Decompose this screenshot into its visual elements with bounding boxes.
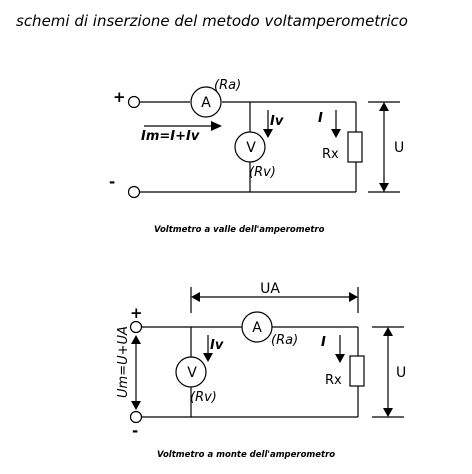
voltmeter-current-arrowhead [263, 129, 273, 138]
voltage-label: U [396, 365, 406, 381]
circuit-valle-arrowheads [211, 102, 389, 192]
voltmeter [234, 131, 266, 163]
ammeter-voltage-arrowhead-right [349, 292, 358, 302]
plus-label: + [130, 304, 143, 322]
voltmeter [175, 356, 207, 388]
load-current-arrowhead [331, 129, 341, 138]
ammeter-voltage-label: UA [260, 281, 280, 297]
measured-voltage-arrowhead-top [131, 335, 141, 344]
minus-label: - [109, 173, 115, 191]
voltage-u-arrowhead-bottom [379, 183, 389, 192]
terminal-plus [127, 95, 141, 109]
load-current-label: I [321, 335, 326, 350]
voltmeter-current-label: Iv [210, 338, 224, 353]
ammeter-resistance-label: (Ra) [214, 78, 241, 93]
ammeter-symbol: A [252, 320, 262, 336]
circuit-monte-labels: + - A (Ra) V (Rv) Iv I UA Um=U+UA Rx U V… [116, 281, 406, 460]
caption-monte: Voltmetro a monte dell'amperometro [157, 450, 335, 460]
voltage-label: U [394, 140, 404, 156]
voltmeter-symbol: V [246, 140, 256, 156]
terminal-minus [127, 185, 141, 199]
voltage-u-arrowhead-top [379, 102, 389, 111]
terminal-minus [129, 410, 143, 424]
voltmeter-current-label: Iv [270, 114, 284, 129]
measured-voltage-arrowhead-bottom [131, 401, 141, 410]
circuit-monte-arrowheads [131, 292, 393, 417]
ammeter-resistance-label: (Ra) [271, 333, 298, 348]
load-label: Rx [322, 147, 339, 162]
voltmeter-current-arrowhead [203, 353, 213, 362]
load-resistor [347, 131, 363, 163]
load-resistor [349, 355, 365, 387]
voltmeter-resistance-label: (Rv) [190, 390, 217, 405]
ammeter-symbol: A [201, 95, 211, 111]
ammeter-voltage-arrowhead-left [191, 292, 200, 302]
ammeter [190, 86, 222, 118]
terminal-plus [129, 320, 143, 334]
load-label: Rx [325, 373, 342, 388]
measured-voltage-label: Um=U+UA [116, 326, 131, 398]
voltmeter-symbol: V [187, 365, 197, 381]
total-current-label: Im=I+Iv [141, 129, 200, 144]
voltage-u-arrowhead-bottom [383, 408, 393, 417]
circuit-valle [127, 86, 400, 199]
circuit-monte [129, 287, 404, 424]
circuit-valle-labels: + - A (Ra) V (Rv) Iv I Im=I+Iv Rx U Volt… [109, 78, 404, 235]
ammeter [241, 311, 273, 343]
voltage-u-arrowhead-top [383, 327, 393, 336]
minus-label: - [132, 422, 138, 440]
load-current-label: I [318, 111, 323, 126]
page-title: schemi di inserzione del metodo voltampe… [16, 12, 408, 30]
plus-label: + [113, 88, 126, 106]
voltmeter-resistance-label: (Rv) [249, 165, 276, 180]
load-current-arrowhead [335, 354, 345, 363]
total-current-arrowhead [211, 121, 222, 131]
caption-valle: Voltmetro a valle dell'amperometro [154, 225, 325, 235]
